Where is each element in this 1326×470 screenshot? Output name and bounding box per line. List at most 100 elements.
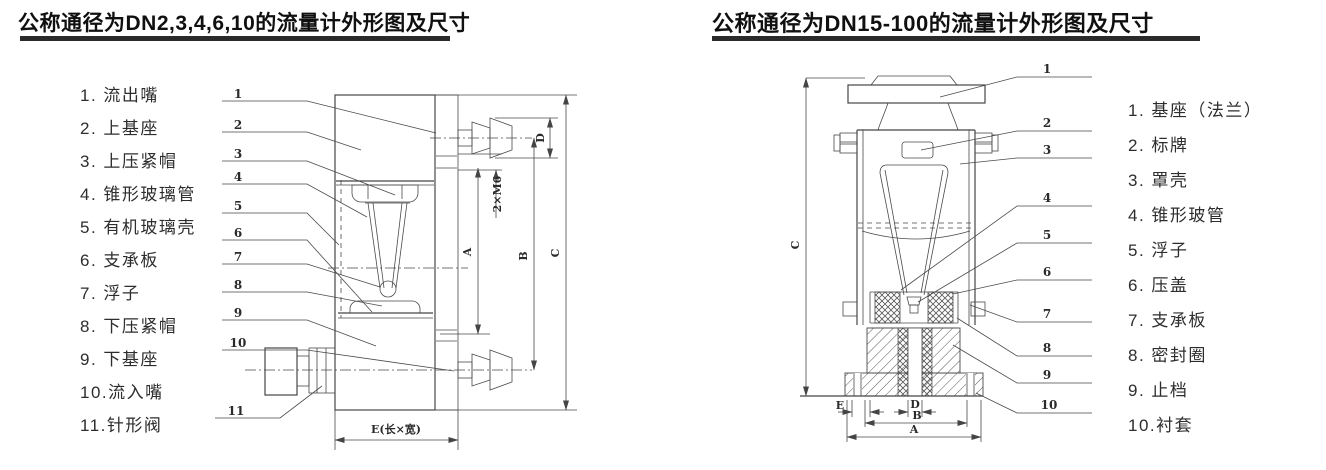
left-technical-drawing: D 2×M6 A B C bbox=[215, 87, 577, 450]
right-part-item: 8. 密封圈 bbox=[1128, 346, 1207, 365]
svg-text:E(长×宽): E(长×宽) bbox=[371, 422, 421, 436]
left-part-item: 8. 下压紧帽 bbox=[80, 317, 178, 336]
right-part-item: 1. 基座（法兰） bbox=[1128, 101, 1263, 120]
right-part-item: 5. 浮子 bbox=[1128, 241, 1189, 260]
lower-cap bbox=[349, 300, 421, 314]
svg-text:B: B bbox=[912, 409, 921, 422]
callout-3: 3 bbox=[959, 143, 1092, 165]
svg-text:8: 8 bbox=[234, 278, 242, 292]
right-parts-list: 1. 基座（法兰） 2. 标牌 3. 罩壳 4. 锥形玻管 5. 浮子 6. 压… bbox=[1128, 93, 1262, 443]
callout-6: 6 bbox=[222, 226, 373, 313]
inlet-nozzle bbox=[457, 349, 513, 391]
right-part-item: 4. 锥形玻管 bbox=[1128, 206, 1226, 225]
left-part-item: 11.针形阀 bbox=[80, 416, 163, 435]
callout-4: 4 bbox=[900, 191, 1092, 291]
callout-2: 2 bbox=[222, 118, 362, 151]
centerlines bbox=[245, 137, 532, 371]
svg-text:B: B bbox=[517, 251, 530, 260]
left-part-item: 1. 流出嘴 bbox=[80, 86, 159, 105]
svg-text:5: 5 bbox=[234, 199, 242, 213]
left-parts-list: 1. 流出嘴 2. 上基座 3. 上压紧帽 4. 锥形玻璃管 5. 有机玻璃壳 … bbox=[80, 79, 196, 442]
left-title-underline bbox=[20, 36, 450, 41]
callout-1: 1 bbox=[939, 62, 1092, 98]
cone-tube bbox=[879, 164, 949, 296]
svg-text:4: 4 bbox=[1043, 191, 1051, 205]
svg-text:A: A bbox=[909, 423, 919, 436]
svg-text:C: C bbox=[549, 248, 562, 257]
svg-text:3: 3 bbox=[1043, 143, 1051, 157]
right-part-item: 10.衬套 bbox=[1128, 416, 1194, 435]
svg-text:1: 1 bbox=[234, 87, 242, 101]
float bbox=[379, 280, 397, 298]
left-part-item: 7. 浮子 bbox=[80, 284, 141, 303]
outlet-nozzle bbox=[457, 117, 513, 159]
right-part-item: 2. 标牌 bbox=[1128, 136, 1189, 155]
dim-E: E bbox=[836, 399, 884, 417]
svg-text:1: 1 bbox=[1043, 62, 1051, 76]
left-part-item: 3. 上压紧帽 bbox=[80, 152, 178, 171]
svg-text:D: D bbox=[910, 398, 920, 411]
left-part-item: 9. 下基座 bbox=[80, 350, 159, 369]
name-plate bbox=[901, 141, 934, 159]
left-part-item: 2. 上基座 bbox=[80, 119, 159, 138]
dim-thread: 2×M6 bbox=[458, 153, 504, 218]
callout-9: 9 bbox=[952, 344, 1092, 384]
dim-A: A bbox=[440, 167, 490, 335]
right-title: 公称通径为DN15-100的流量计外形图及尺寸 bbox=[712, 11, 1154, 36]
callout-7: 7 bbox=[222, 250, 381, 288]
svg-text:8: 8 bbox=[1043, 341, 1051, 355]
svg-text:D: D bbox=[534, 133, 547, 143]
callout-5: 5 bbox=[917, 228, 1092, 303]
svg-text:C: C bbox=[789, 240, 802, 249]
right-title-underline bbox=[712, 36, 1200, 41]
upper-cap bbox=[351, 184, 419, 203]
callout-6: 6 bbox=[952, 265, 1092, 295]
left-part-item: 6. 支承板 bbox=[80, 251, 159, 270]
callout-2: 2 bbox=[920, 116, 1092, 151]
svg-text:4: 4 bbox=[234, 170, 242, 184]
left-part-item: 10.流入嘴 bbox=[80, 383, 164, 402]
svg-text:11: 11 bbox=[228, 404, 245, 418]
right-part-item: 9. 止档 bbox=[1128, 381, 1189, 400]
dim-D: D bbox=[495, 117, 558, 159]
right-part-item: 3. 罩壳 bbox=[1128, 171, 1189, 190]
svg-text:10: 10 bbox=[230, 336, 247, 350]
left-part-item: 4. 锥形玻璃管 bbox=[80, 185, 196, 204]
callout-3: 3 bbox=[222, 147, 396, 196]
svg-text:6: 6 bbox=[234, 226, 242, 240]
float bbox=[906, 296, 922, 314]
svg-text:7: 7 bbox=[234, 250, 242, 264]
svg-text:E: E bbox=[836, 399, 844, 412]
callout-1: 1 bbox=[222, 87, 437, 134]
dim-E: E(长×宽) bbox=[334, 410, 459, 450]
right-part-item: 7. 支承板 bbox=[1128, 311, 1207, 330]
bottom-flange bbox=[800, 327, 984, 397]
callout-5: 5 bbox=[222, 199, 340, 246]
glass-tube bbox=[365, 202, 410, 289]
left-callouts: 1 2 3 4 5 6 7 8 9 10 11 bbox=[215, 87, 455, 419]
callout-10: 10 bbox=[222, 336, 455, 372]
svg-text:7: 7 bbox=[1043, 307, 1051, 321]
callout-10: 10 bbox=[975, 392, 1092, 414]
callout-8: 8 bbox=[956, 317, 1092, 357]
svg-text:9: 9 bbox=[1043, 368, 1051, 382]
svg-text:6: 6 bbox=[1043, 265, 1051, 279]
svg-text:5: 5 bbox=[1043, 228, 1051, 242]
right-callouts: 1 2 3 4 5 6 7 8 9 10 bbox=[900, 62, 1092, 414]
svg-text:2: 2 bbox=[234, 118, 242, 132]
case bbox=[833, 129, 999, 325]
callout-7: 7 bbox=[969, 304, 1092, 323]
dim-D: D bbox=[894, 398, 936, 417]
dim-B: B bbox=[517, 137, 537, 371]
svg-text:A: A bbox=[461, 247, 474, 257]
dim-C: C bbox=[789, 77, 865, 397]
needle-valve bbox=[264, 347, 336, 396]
svg-text:3: 3 bbox=[234, 147, 242, 161]
svg-text:10: 10 bbox=[1041, 398, 1058, 412]
svg-text:2×M6: 2×M6 bbox=[491, 175, 504, 212]
left-title: 公称通径为DN2,3,4,6,10的流量计外形图及尺寸 bbox=[18, 12, 471, 35]
dim-C: C bbox=[335, 94, 577, 411]
top-flange bbox=[847, 75, 986, 131]
callout-4: 4 bbox=[222, 170, 368, 218]
